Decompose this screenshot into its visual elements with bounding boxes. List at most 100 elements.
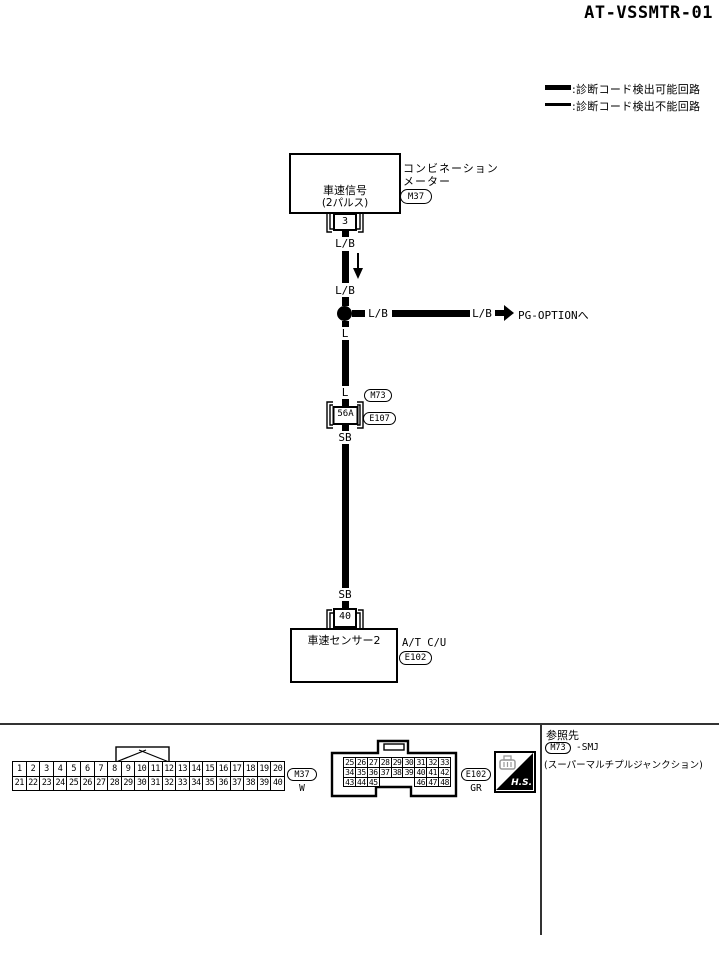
legend-undetectable-label: :診断コード検出不能回路 [572, 100, 701, 113]
wire-color-label: SB [338, 431, 352, 444]
pin-cell: 25 [66, 775, 81, 791]
wire-segment [341, 424, 349, 431]
pin40-connector-bracket-icon [326, 608, 364, 629]
pin-cell: 6 [79, 761, 95, 777]
legend-thick-line-swatch [545, 85, 571, 90]
pin-cell: 33 [175, 775, 190, 791]
wire-junction-dot [337, 306, 352, 321]
pin-cell: 38 [243, 775, 258, 791]
connector-badge-e102: E102 [399, 651, 432, 665]
branch-destination-label: PG-OPTIONへ [518, 309, 589, 322]
pin-cell: 11 [147, 761, 163, 777]
pin-cell: 30 [134, 775, 149, 791]
pin-cell: 3 [39, 761, 54, 777]
pin-cell: 14 [188, 761, 204, 777]
e102-pinout-badge: E102 [461, 768, 491, 781]
pin-cell: 37 [229, 775, 245, 791]
wire-segment [341, 601, 349, 610]
legend-thin-line-swatch [545, 103, 571, 106]
pin-cell: 36 [215, 775, 231, 791]
meter-pin-number: 3 [341, 216, 349, 227]
pin-cell: 10 [134, 761, 149, 777]
pin-cell: 27 [93, 775, 109, 791]
speed-sensor-label: 車速センサー2 [307, 634, 381, 647]
pin-cell: 26 [79, 775, 95, 791]
pin-cell: 12 [161, 761, 177, 777]
e102-connector-color: GR [470, 783, 482, 794]
branch-wire-segment [352, 310, 365, 317]
pin-cell: 34 [188, 775, 204, 791]
pin-cell: 18 [243, 761, 258, 777]
wire-segment [341, 444, 349, 588]
pin-cell: 39 [256, 775, 272, 791]
sensor-pin-number: 40 [338, 611, 352, 622]
branch-right-arrow-icon [495, 305, 514, 321]
speed-signal-pulse-label: (2パルス) [321, 197, 369, 209]
pin-cell: 40 [270, 775, 285, 791]
combination-meter-box: 車速信号 (2パルス) [289, 153, 401, 214]
pin-cell: 19 [256, 761, 272, 777]
pin-cell: 17 [229, 761, 245, 777]
pin-cell: 5 [66, 761, 81, 777]
hs-label: H.S. [511, 778, 532, 788]
wire-color-label: L [341, 386, 349, 399]
wire-segment [341, 399, 349, 408]
reference-divider-line [540, 725, 542, 935]
pin-cell: 29 [120, 775, 136, 791]
pin-cell: 35 [202, 775, 217, 791]
m37-connector-color: W [299, 783, 305, 794]
at-cu-label: A/T C/U [402, 637, 447, 649]
pin-cell: 8 [107, 761, 122, 777]
meter-name-line2: メーター [403, 175, 451, 188]
reference-heading: 参照先 [546, 729, 579, 742]
pin-cell: 28 [107, 775, 122, 791]
current-direction-down-arrow-icon [353, 253, 363, 279]
connector-badge-e107: E107 [363, 412, 396, 425]
m37-pinout-badge: M37 [287, 768, 317, 781]
pin-cell: 45 [366, 776, 380, 788]
speed-signal-label: 車速信号 [323, 184, 367, 197]
harness-side-badge: H.S. [494, 751, 536, 793]
hs-triangle-icon [496, 753, 533, 790]
smj-connector-bracket-icon [326, 401, 364, 429]
pin-cell: 13 [175, 761, 190, 777]
pin-cell: 2 [25, 761, 41, 777]
pin-cell: 9 [120, 761, 136, 777]
pin-cell: 24 [52, 775, 68, 791]
wire-color-label: L/B [335, 237, 355, 250]
speed-sensor-box: 車速センサー2 [290, 628, 398, 683]
pin-cell: 1 [12, 761, 27, 777]
wire-segment [341, 340, 349, 386]
wire-segment [341, 251, 349, 283]
branch-wire-color-label: L/B [368, 307, 388, 320]
pin-cell: 20 [270, 761, 285, 777]
reference-connector-badge: M73 [545, 742, 571, 754]
smj-pin-number: 56A [337, 409, 354, 419]
connector-badge-m37: M37 [400, 189, 432, 204]
pin-cell: 48 [438, 776, 452, 788]
meter-name-line1: コンビネーション [403, 162, 499, 175]
connector-badge-m73: M73 [364, 389, 392, 402]
pin-cell: 4 [52, 761, 68, 777]
page-title: AT-VSSMTR-01 [584, 3, 713, 23]
wire-color-label: L/B [335, 284, 355, 297]
wire-color-label: L [341, 327, 349, 340]
pin-cell: 16 [215, 761, 231, 777]
wire-segment [341, 229, 349, 237]
branch-wire-segment [392, 310, 470, 317]
pin-cell: 32 [161, 775, 177, 791]
section-divider-line [0, 723, 719, 725]
pin-cell: 15 [202, 761, 217, 777]
pin-cell: 22 [25, 775, 41, 791]
reference-note: (スーパーマルチプルジャンクション) [544, 760, 703, 771]
wire-segment [341, 297, 349, 306]
pin-cell: 21 [12, 775, 27, 791]
pin-cell: 23 [39, 775, 54, 791]
